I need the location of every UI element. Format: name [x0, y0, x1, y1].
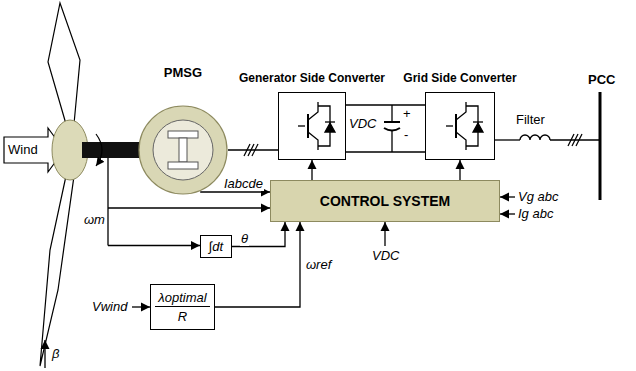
- signal-connector: [311, 160, 312, 180]
- grid-output-wire: [495, 134, 600, 146]
- converter-box: Generator Side Converter: [278, 92, 346, 160]
- signal-label: VDC: [372, 248, 399, 263]
- control-box: CONTROL SYSTEM: [270, 180, 500, 222]
- upper-blade: [48, 3, 80, 124]
- pitch-arrow: [44, 340, 45, 368]
- converter-box: Grid Side Converter: [425, 92, 495, 160]
- rotor-symbol: [168, 162, 198, 169]
- grid-voltage-arrow: [500, 196, 515, 197]
- igbt-symbol: [446, 102, 483, 150]
- dc-link-wire: [346, 151, 425, 152]
- rotation-arrow: [96, 134, 102, 166]
- signal-label: VDC: [349, 116, 376, 131]
- speed-wire: [108, 245, 200, 246]
- igbt-symbol: [298, 102, 335, 150]
- signal-connector: [200, 191, 270, 192]
- rotor-symbol: [168, 131, 198, 138]
- signal-connector: [346, 104, 425, 105]
- signal-label: Ig abc: [518, 206, 553, 221]
- shaft: [82, 142, 142, 158]
- signal-label: Vg abc: [518, 189, 558, 204]
- speed-wire: [108, 207, 270, 208]
- part-name: PCC: [588, 72, 615, 87]
- polarity-mark: -: [404, 127, 408, 142]
- grid-current-arrow: [500, 213, 515, 214]
- generator-body: [139, 106, 227, 194]
- stator-ring: [153, 120, 213, 180]
- signal-label: θ: [240, 231, 249, 246]
- signal-label: Iabcde: [223, 176, 264, 191]
- signal-label: β: [52, 346, 59, 361]
- speed-wire: [107, 158, 108, 246]
- node-text: Grid Side Converter: [403, 71, 516, 86]
- wind-speed-arrow: [132, 306, 150, 307]
- signal-connector: [232, 222, 285, 247]
- wind-label: Wind: [8, 142, 38, 157]
- part-name: Filter: [516, 112, 545, 127]
- node-text: PMSG: [164, 65, 202, 80]
- polarity-mark: +: [403, 106, 411, 121]
- node-text: ∫dt: [209, 239, 223, 254]
- ratio-box: λoptimalR: [150, 284, 215, 330]
- signal-label: Vwind: [92, 299, 127, 314]
- pcc-bus: [599, 92, 602, 200]
- integrator-box: ∫dt: [200, 235, 232, 258]
- dc-capacitor: [384, 105, 400, 152]
- signal-connector: [459, 160, 460, 180]
- dc-voltage-arrow: [384, 222, 385, 246]
- lower-blade: [40, 176, 74, 366]
- node-text: Generator Side Converter: [239, 71, 385, 86]
- generator-circle: PMSG: [138, 105, 228, 195]
- signal-label: ωm: [84, 212, 105, 227]
- rotor-symbol: [179, 138, 187, 162]
- node-text: CONTROL SYSTEM: [320, 193, 450, 209]
- node-text: R: [175, 309, 190, 325]
- signal-label: ωref: [305, 257, 332, 272]
- node-text: λoptimal: [155, 290, 209, 307]
- signal-connector: [228, 149, 278, 150]
- generator-outline: [138, 105, 228, 195]
